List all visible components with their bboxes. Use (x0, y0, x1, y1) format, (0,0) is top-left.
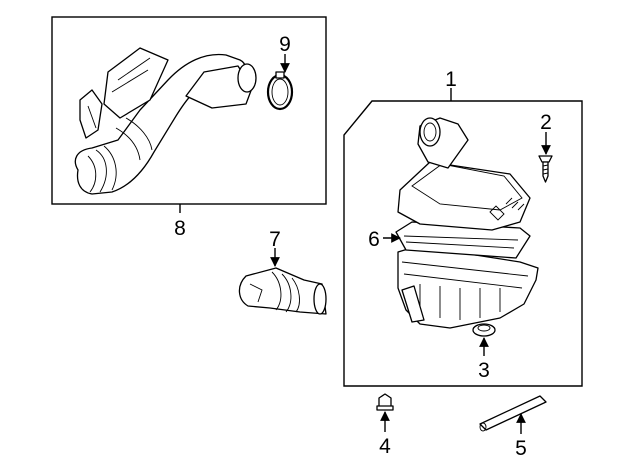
callout-8: 8 (174, 217, 186, 240)
callout-1: 1 (445, 68, 457, 91)
callout-2: 2 (540, 111, 552, 134)
inset-box-intake-duct (51, 16, 327, 205)
intake-duct-drawing (74, 47, 257, 195)
screw-drawing (538, 155, 553, 183)
bumper-drawing (376, 393, 394, 411)
callout-labels: 1 2 3 4 5 6 7 8 9 (174, 33, 552, 460)
inlet-hose-drawing (238, 267, 327, 315)
callout-5: 5 (515, 437, 527, 460)
callout-6: 6 (368, 228, 380, 251)
air-cleaner-drawing (395, 117, 539, 329)
callout-9: 9 (279, 33, 291, 56)
hose-clamp-drawing (266, 71, 294, 111)
leader-lines (179, 54, 551, 434)
inset-box-air-cleaner (343, 100, 583, 387)
hose-drawing (479, 395, 547, 432)
callout-7: 7 (269, 228, 281, 251)
callout-3: 3 (478, 359, 490, 382)
grommet-drawing (472, 323, 496, 337)
callout-4: 4 (379, 435, 391, 458)
